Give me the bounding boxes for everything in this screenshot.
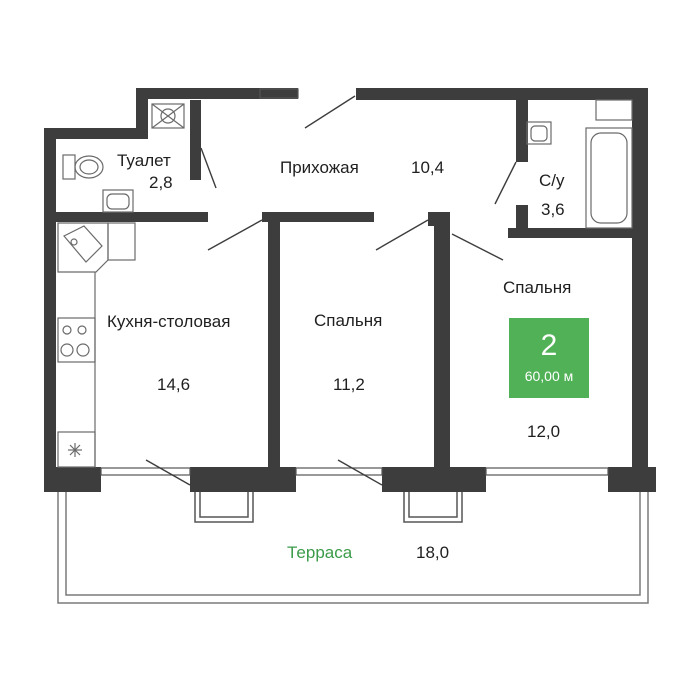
- kitchen-sink-icon: [57, 222, 136, 273]
- bedroom-right-name: Спальня: [503, 278, 572, 297]
- fridge-icon: [57, 431, 96, 468]
- ventilation-icon: [151, 103, 185, 129]
- terrace-area: 18,0: [416, 543, 450, 562]
- terrace-outline: [57, 488, 649, 604]
- bathroom-name: С/у: [539, 171, 565, 190]
- toilet-icon: [62, 154, 104, 180]
- hallway-area: 10,4: [411, 158, 445, 177]
- rooms-count: 2: [540, 329, 558, 362]
- windows: [100, 88, 609, 476]
- kitchen-area: 14,6: [157, 375, 191, 394]
- toilet-name: Туалет: [117, 151, 171, 170]
- bathroom-area: 3,6: [541, 200, 565, 219]
- stove-icon: [57, 317, 96, 363]
- bedroom-middle-area: 11,2: [333, 375, 365, 394]
- washbasin-icon: [102, 121, 552, 213]
- bedroom-middle-name: Спальня: [314, 311, 383, 330]
- terrace-name: Терраса: [287, 543, 353, 562]
- bathtub-icon: [585, 99, 633, 229]
- kitchen-name: Кухня-столовая: [107, 312, 231, 331]
- hallway-name: Прихожая: [280, 158, 359, 177]
- apartment-summary-badge: 2 60,00 м: [509, 318, 589, 398]
- door-swings: [145, 95, 517, 486]
- total-area: 60,00 м: [524, 368, 574, 384]
- bedroom-right-area: 12,0: [527, 422, 561, 441]
- toilet-area: 2,8: [149, 173, 173, 192]
- balcony-bays: [194, 489, 463, 523]
- walls: [44, 88, 656, 492]
